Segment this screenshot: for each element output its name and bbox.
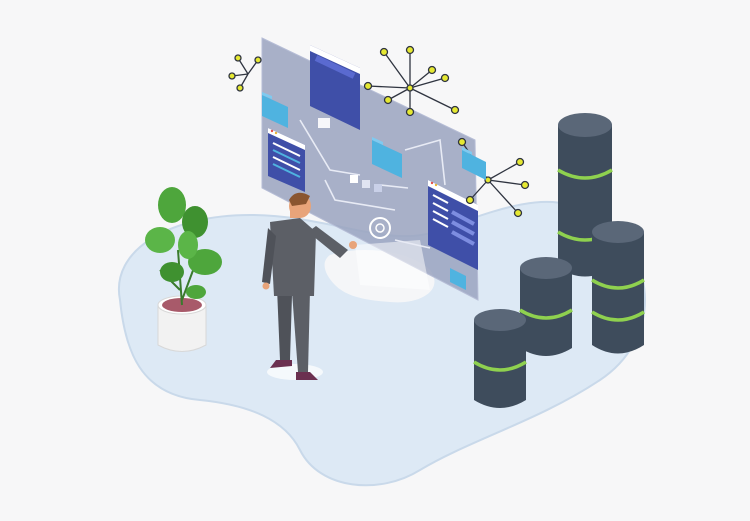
person-figure bbox=[262, 192, 357, 380]
network-node-icon bbox=[363, 45, 460, 117]
folder-icon bbox=[450, 268, 466, 290]
browser-window-icon bbox=[428, 180, 478, 270]
server-stack-icon bbox=[519, 257, 573, 356]
browser-window-icon bbox=[268, 128, 305, 192]
light-beam bbox=[355, 240, 430, 290]
browser-window-icon bbox=[310, 45, 360, 130]
data-block-icon bbox=[350, 175, 358, 183]
folder-icon bbox=[462, 147, 486, 180]
folder-icon bbox=[372, 137, 402, 178]
server-stack-icon bbox=[473, 309, 527, 408]
connector-lines bbox=[299, 119, 446, 249]
potted-plant-icon bbox=[145, 187, 222, 352]
folder-icon bbox=[262, 92, 288, 128]
target-ring-icon bbox=[369, 217, 391, 239]
hologram-screen bbox=[261, 37, 479, 301]
network-node-icon bbox=[228, 54, 262, 92]
server-stack-icon bbox=[591, 221, 645, 354]
